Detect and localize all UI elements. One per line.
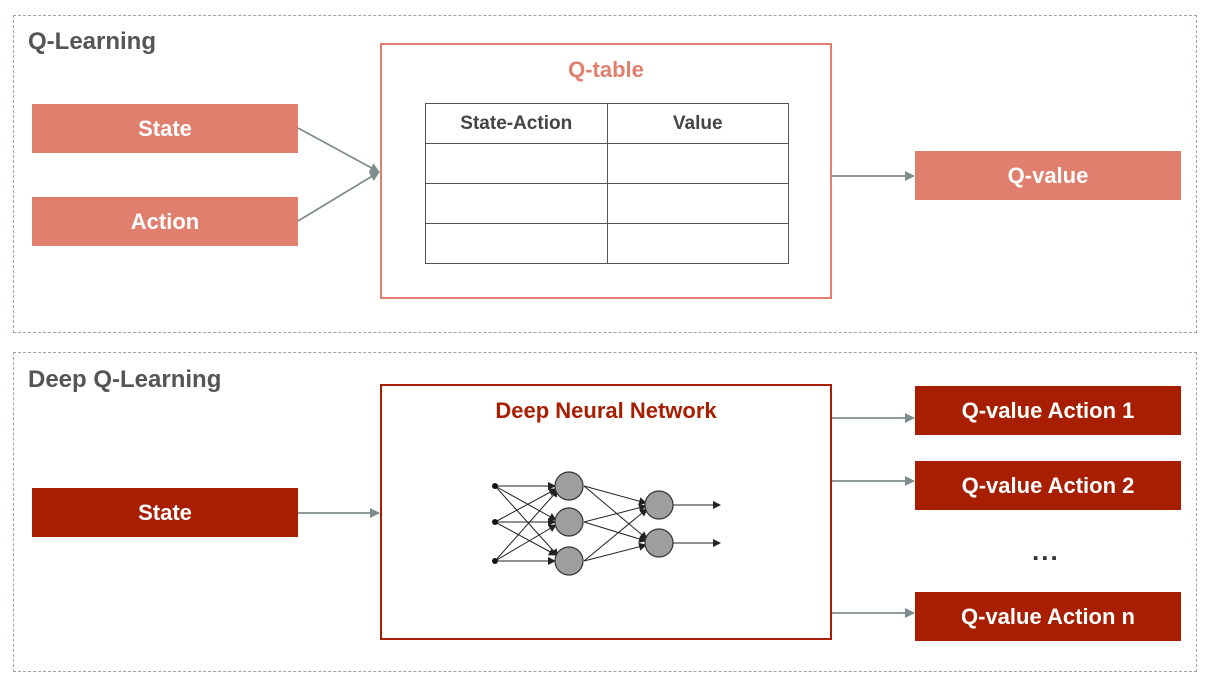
dqn-state-input-box: State	[32, 488, 298, 537]
ellipsis: ...	[1032, 536, 1060, 566]
neural-network-title: Deep Neural Network	[495, 398, 717, 423]
neural-network-icon	[492, 471, 721, 576]
q-table-title: Q-table	[568, 57, 644, 82]
deep-q-learning-title: Deep Q-Learning	[28, 366, 222, 393]
table-cell	[425, 223, 608, 264]
deep-q-learning-panel	[13, 352, 1197, 672]
q-value-action-2-box: Q-value Action 2	[915, 461, 1181, 510]
state-input-box: State	[32, 104, 298, 153]
table-cell	[606, 223, 789, 264]
q-learning-title: Q-Learning	[28, 28, 157, 55]
q-table-frame: Q-table State-Action Value	[380, 43, 832, 299]
q-table: State-Action Value	[425, 103, 789, 264]
q-value-output-box: Q-value	[915, 151, 1181, 200]
table-row	[425, 223, 789, 264]
action-input-box: Action	[32, 197, 298, 246]
arrow-right-icon	[297, 171, 380, 222]
q-value-action-1-box: Q-value Action 1	[915, 386, 1181, 435]
arrow-right-icon	[297, 127, 380, 173]
q-learning-panel	[13, 15, 1197, 333]
neural-network-frame: Deep Neural Network	[380, 384, 832, 640]
q-value-action-n-box: Q-value Action n	[915, 592, 1181, 641]
